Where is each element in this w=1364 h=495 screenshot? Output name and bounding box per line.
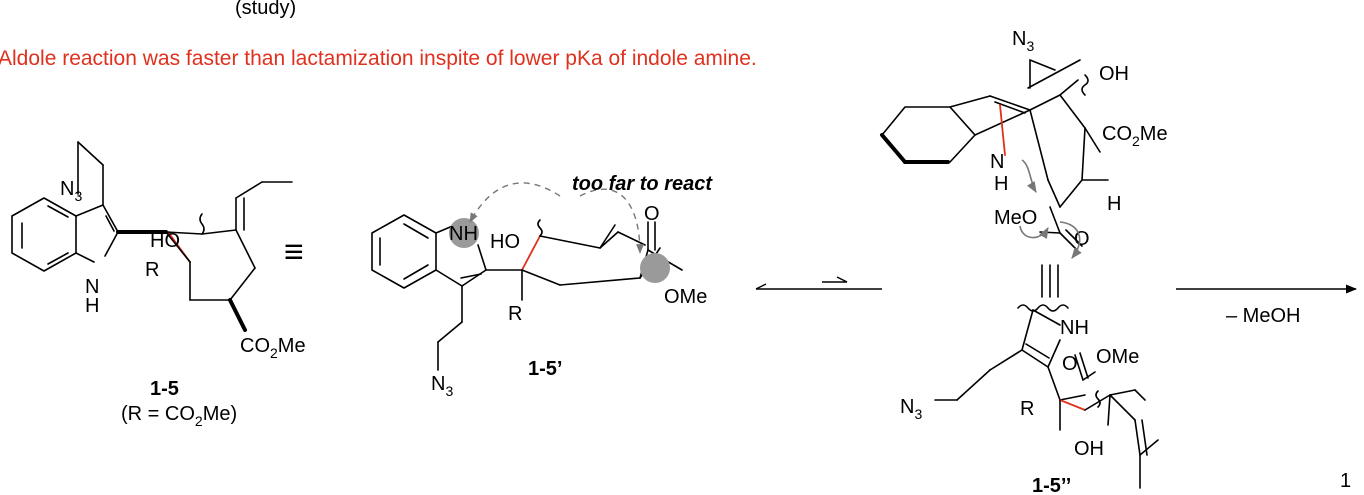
atom-r-4: R [1020, 398, 1034, 420]
atom-n3-2: N3 [431, 373, 453, 399]
atom-h-3a: H [994, 173, 1008, 195]
compound-label-1-5-double-prime: 1-5’’ [1032, 475, 1071, 495]
atom-meo-3: MeO [994, 207, 1037, 229]
highlight-nh [449, 218, 479, 248]
too-far-label: too far to react [572, 173, 713, 195]
atom-nh-1: N [85, 276, 99, 298]
header-note: Aldole reaction was faster than lactamiz… [0, 47, 757, 70]
atom-o-4: O [1062, 353, 1078, 375]
atom-oh-3: OH [1099, 63, 1129, 85]
equilibrium-arrows [755, 276, 882, 290]
equivalence-symbol: ≡ [284, 233, 304, 271]
atom-r-2: R [508, 303, 522, 325]
equivalence-vertical [1041, 264, 1059, 298]
reagent-label: – MeOH [1226, 305, 1300, 327]
atom-ho-2: HO [490, 231, 520, 253]
atom-nh-4: NH [1060, 317, 1089, 339]
atom-n3-3: N3 [1012, 28, 1034, 54]
header-fragment: (study) [235, 0, 296, 19]
atom-co2me-3: CO2Me [1102, 123, 1168, 149]
compound-3d-top [880, 59, 1109, 251]
curved-arrows-3d [1019, 159, 1082, 259]
atom-co2me-1: CO2Me [240, 335, 306, 361]
too-far-dashed-arrow [469, 182, 561, 223]
atom-o-3: O [1074, 228, 1090, 250]
atom-n3-4: N3 [900, 396, 922, 422]
atom-ome-2: OMe [664, 286, 707, 308]
atom-nh-2: NH [449, 223, 478, 245]
atom-ho-1: HO [150, 230, 180, 252]
page-number: 1 [1340, 470, 1351, 492]
compound-label-1-5-prime: 1-5’ [528, 358, 562, 380]
atom-n-3: N [990, 151, 1004, 173]
highlight-ester-carbon [640, 253, 670, 283]
compound-1-5-double-prime [934, 304, 1159, 489]
compound-1-5 [11, 141, 293, 332]
compound-sublabel-1-5: (R = CO2Me) [121, 403, 237, 429]
atom-r-1: R [145, 259, 159, 281]
atom-oh-4: OH [1074, 438, 1104, 460]
atom-h-1: H [85, 295, 99, 317]
atom-o-2: O [644, 203, 660, 225]
compound-label-1-5: 1-5 [150, 378, 179, 400]
atom-n3-1: N3 [60, 178, 82, 204]
atom-ome-4: OMe [1096, 346, 1139, 368]
compound-1-5-prime [371, 214, 683, 371]
atom-h-3b: H [1107, 193, 1121, 215]
